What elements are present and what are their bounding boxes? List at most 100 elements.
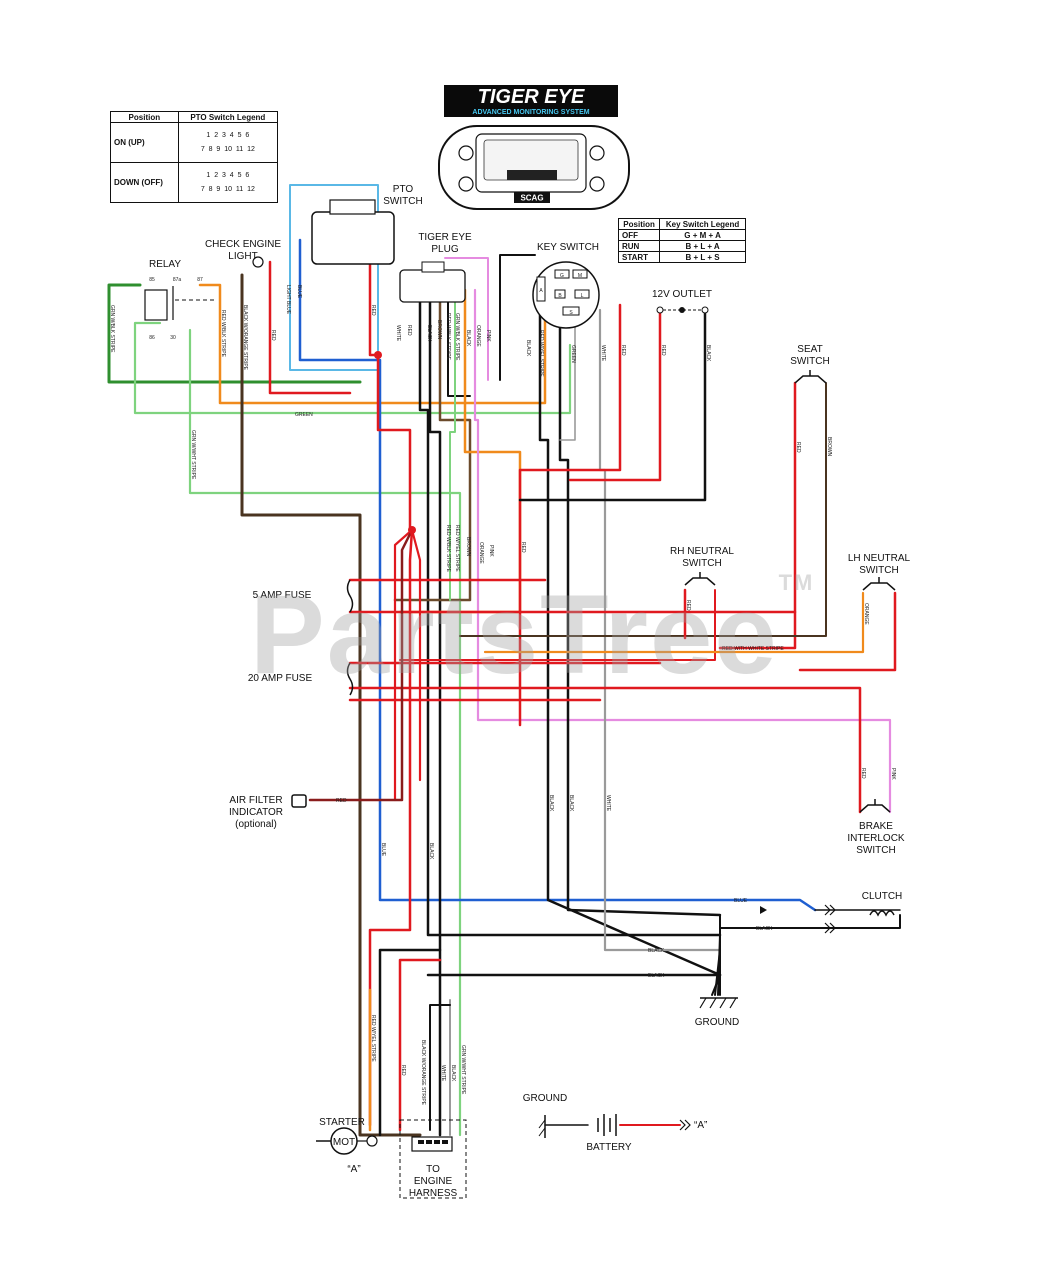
key-legend-row-off-position: OFF bbox=[617, 229, 661, 241]
lh-neutral-switch: LH NEUTRAL SWITCH bbox=[848, 553, 911, 591]
wire-label-blue-3: BLUE bbox=[734, 898, 748, 904]
pto-legend-row-down: DOWN (OFF) bbox=[110, 162, 179, 203]
pto-pin-down-3: 3 bbox=[221, 171, 226, 179]
pto-pin-on-4: 4 bbox=[229, 131, 234, 139]
wire-label-red-wyel-1: RED W/YEL STRIPE bbox=[538, 330, 544, 377]
wire-label-blue-1: BLUE bbox=[296, 285, 302, 299]
wire-label-black-7: BLACK bbox=[428, 843, 434, 860]
engine-harness-label-1: TO bbox=[426, 1164, 440, 1175]
pto-switch-connector: PTO SWITCH bbox=[311, 184, 423, 265]
wire-label-pink-2: PINK bbox=[488, 545, 494, 557]
key-switch-legend: Position Key Switch Legend OFF G + M + A… bbox=[617, 218, 746, 263]
outlet-label: 12V OUTLET bbox=[652, 289, 712, 300]
fuse-5amp: 5 AMP FUSE bbox=[253, 579, 354, 613]
relay-label: RELAY bbox=[149, 259, 181, 270]
key-legend-row-start-value: B + L + S bbox=[659, 251, 746, 263]
battery: GROUND “A” BATTERY bbox=[523, 1093, 708, 1153]
clutch-label: CLUTCH bbox=[862, 891, 903, 902]
key-pin-s: S bbox=[569, 310, 573, 316]
key-pin-a: A bbox=[539, 288, 543, 294]
engine-harness: TO ENGINE HARNESS bbox=[399, 1119, 467, 1199]
fuse5-label: 5 AMP FUSE bbox=[253, 590, 312, 601]
pto-legend-pins-down: 1 2 3 4 5 6 7 8 9 10 11 12 bbox=[177, 162, 279, 203]
wire-label-red-9: RED bbox=[860, 768, 866, 779]
starter: MOT STARTER “A” bbox=[316, 1117, 378, 1175]
pto-pin-down-2: 2 bbox=[214, 171, 219, 179]
rh-neutral-label-1: RH NEUTRAL bbox=[670, 546, 734, 557]
wire-label-black-11: BLACK bbox=[450, 1065, 456, 1082]
wires bbox=[107, 184, 901, 1137]
pto-pin-down-8: 8 bbox=[208, 185, 213, 193]
wire-label-brown-3: BROWN bbox=[465, 537, 471, 557]
pto-pin-on-9: 9 bbox=[216, 145, 221, 153]
logo-title: TIGER EYE bbox=[478, 86, 585, 108]
wire-label-black-10: BLACK bbox=[648, 973, 665, 979]
wire-label-black-2: BLACK bbox=[465, 330, 471, 347]
engine-harness-label-2: ENGINE bbox=[414, 1176, 453, 1187]
wire-label-red-6: RED bbox=[795, 442, 801, 453]
check-engine-label-1: CHECK ENGINE bbox=[205, 239, 281, 250]
wire-label-black-3: BLACK bbox=[525, 340, 531, 357]
pto-pin-on-11: 11 bbox=[235, 145, 244, 153]
wire-label-brown-2: BROWN bbox=[826, 437, 832, 457]
wire-label-brown-1: BROWN bbox=[436, 320, 442, 340]
wire-label-black-8: BLACK bbox=[756, 926, 773, 932]
wire-label-blk-worange-2: BLACK W/ORANGE STRIPE bbox=[420, 1040, 426, 1106]
air-filter-label-3: (optional) bbox=[235, 819, 277, 830]
starter-label: STARTER bbox=[319, 1117, 365, 1128]
pto-switch-legend: Position PTO Switch Legend ON (UP) 1 2 3… bbox=[110, 111, 279, 203]
relay-pin-30: 30 bbox=[170, 335, 176, 341]
pto-pin-on-6: 6 bbox=[245, 131, 250, 139]
wire-label-grn-wblk: GRN W/BLK STRIPE bbox=[109, 305, 115, 353]
relay-symbol: RELAY 85 87a 87 86 30 bbox=[144, 259, 215, 341]
wire-label-red-3: RED bbox=[406, 325, 412, 336]
fuse20-label: 20 AMP FUSE bbox=[248, 673, 313, 684]
check-engine-light: CHECK ENGINE LIGHT bbox=[205, 239, 281, 268]
wire-label-red-wblk-3: RED W/BLK STRIPE bbox=[445, 525, 451, 573]
key-legend-row-start-position: START bbox=[617, 251, 661, 263]
pto-pin-on-5: 5 bbox=[237, 131, 242, 139]
pto-pin-down-10: 10 bbox=[224, 185, 232, 193]
wire-label-red-10: RED bbox=[336, 798, 347, 804]
starter-mot: MOT bbox=[333, 1137, 355, 1148]
relay-pin-87: 87 bbox=[197, 277, 203, 283]
rh-neutral-label-2: SWITCH bbox=[682, 558, 721, 569]
pto-pin-on-8: 8 bbox=[208, 145, 213, 153]
wire-label-black-9: BLACK bbox=[648, 948, 665, 954]
key-legend-row-run-value: B + L + A bbox=[659, 240, 746, 252]
seat-switch-label-1: SEAT bbox=[797, 344, 822, 355]
wire-label-grn-wht-1: GRN W/WHT STRIPE bbox=[190, 430, 196, 480]
key-legend-row-run-position: RUN bbox=[617, 240, 661, 252]
relay-pin-86: 86 bbox=[149, 335, 155, 341]
wire-label-red-11: RED bbox=[400, 1065, 406, 1076]
brake-interlock-switch: BRAKE INTERLOCK SWITCH bbox=[847, 799, 905, 856]
ground2-label: GROUND bbox=[523, 1093, 567, 1104]
wire-label-green-1: GREEN bbox=[570, 345, 576, 363]
lh-neutral-label-2: SWITCH bbox=[859, 565, 898, 576]
pto-pin-down-9: 9 bbox=[216, 185, 221, 193]
wire-label-red-7: RED bbox=[520, 542, 526, 553]
pto-pin-down-11: 11 bbox=[235, 185, 244, 193]
pto-pin-down-12: 12 bbox=[247, 185, 255, 193]
seat-switch-label-2: SWITCH bbox=[790, 356, 829, 367]
wire-label-white-2: WHITE bbox=[600, 345, 606, 362]
air-filter-label-1: AIR FILTER bbox=[229, 795, 282, 806]
ground-label: GROUND bbox=[695, 1017, 739, 1028]
key-switch-label: KEY SWITCH bbox=[537, 242, 599, 253]
pto-legend-header-title: PTO Switch Legend bbox=[177, 111, 279, 123]
wire-label-red-1: RED bbox=[270, 330, 276, 341]
tiger-eye-plug-label-1: TIGER EYE bbox=[418, 232, 472, 243]
wire-label-pink-3: PINK bbox=[890, 768, 896, 780]
wire-label-light-blue: LIGHT BLUE bbox=[285, 285, 291, 315]
relay-pin-85: 85 bbox=[149, 277, 155, 283]
wire-label-black-4: BLACK bbox=[705, 345, 711, 362]
brake-label-1: BRAKE bbox=[859, 821, 893, 832]
wire-label-red-5: RED bbox=[660, 345, 666, 356]
wire-label-red-wyel-3: RED W/YEL STRIPE bbox=[370, 1015, 376, 1062]
engine-harness-label-3: HARNESS bbox=[409, 1188, 458, 1199]
wire-label-red-wyel-2: RED W/YEL STRIPE bbox=[454, 525, 460, 572]
pto-switch-label-2: SWITCH bbox=[383, 196, 422, 207]
wire-label-black-5: BLACK bbox=[548, 795, 554, 812]
key-legend-row-off-value: G + M + A bbox=[659, 229, 746, 241]
wire-label-white-1: WHITE bbox=[395, 325, 401, 342]
